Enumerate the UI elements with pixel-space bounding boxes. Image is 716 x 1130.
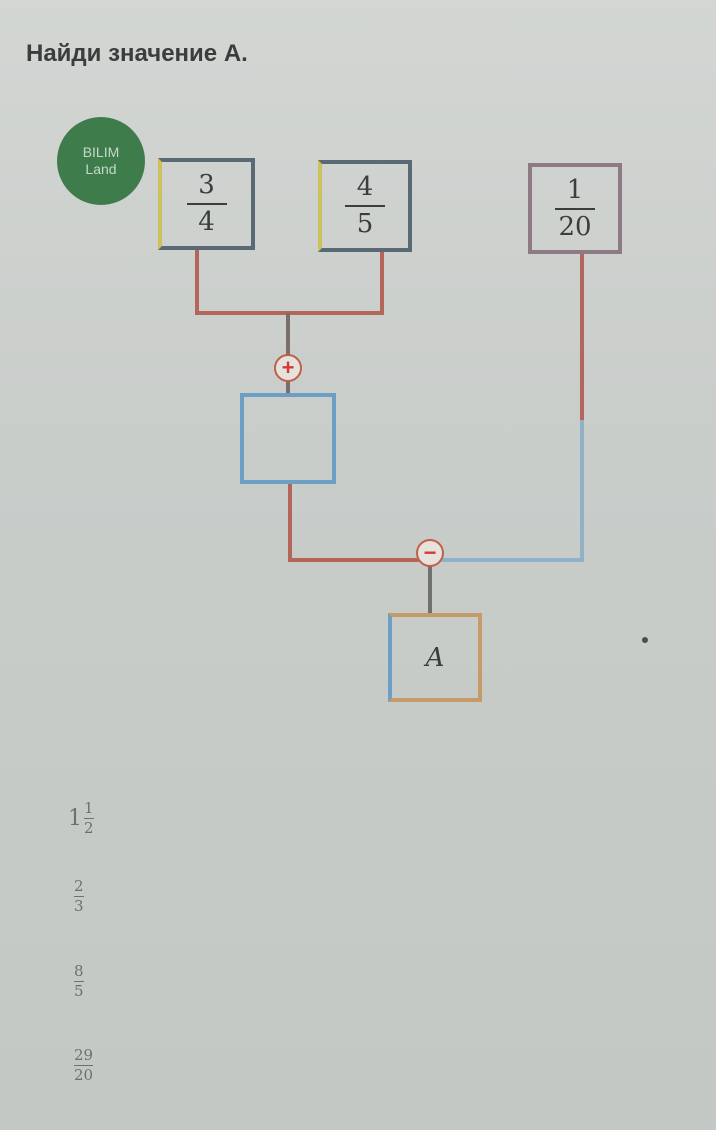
numerator: 3	[198, 170, 215, 201]
result-label: A	[425, 642, 445, 673]
denominator: 5	[74, 981, 84, 1000]
denominator: 3	[74, 896, 84, 915]
denominator: 20	[558, 211, 592, 242]
denominator: 4	[198, 207, 215, 237]
whole-part: 1	[68, 805, 82, 831]
numerator: 29	[74, 1046, 94, 1064]
numerator: 8	[74, 962, 84, 980]
numerator: 2	[74, 877, 84, 895]
screen-dot	[642, 637, 648, 643]
denominator: 2	[84, 818, 94, 837]
numerator: 1	[84, 799, 94, 817]
minus-operator-icon: −	[416, 539, 444, 567]
wire-right-to-minus	[430, 252, 584, 562]
result-box-a: A	[388, 613, 482, 702]
numerator: 1	[566, 174, 584, 205]
wire-middle-to-minus	[288, 482, 430, 562]
question-title: Найди значение А.	[26, 40, 248, 67]
logo-text-2: Land	[85, 161, 117, 177]
plus-operator-icon: +	[274, 354, 302, 382]
numerator: 4	[356, 172, 374, 203]
denominator: 20	[74, 1065, 94, 1084]
denominator: 5	[356, 209, 374, 239]
bilimland-logo: BILIM Land	[57, 117, 145, 205]
wire-top-left	[195, 248, 384, 315]
logo-text-1: BILIM	[82, 144, 120, 160]
empty-sum-box	[240, 393, 336, 484]
